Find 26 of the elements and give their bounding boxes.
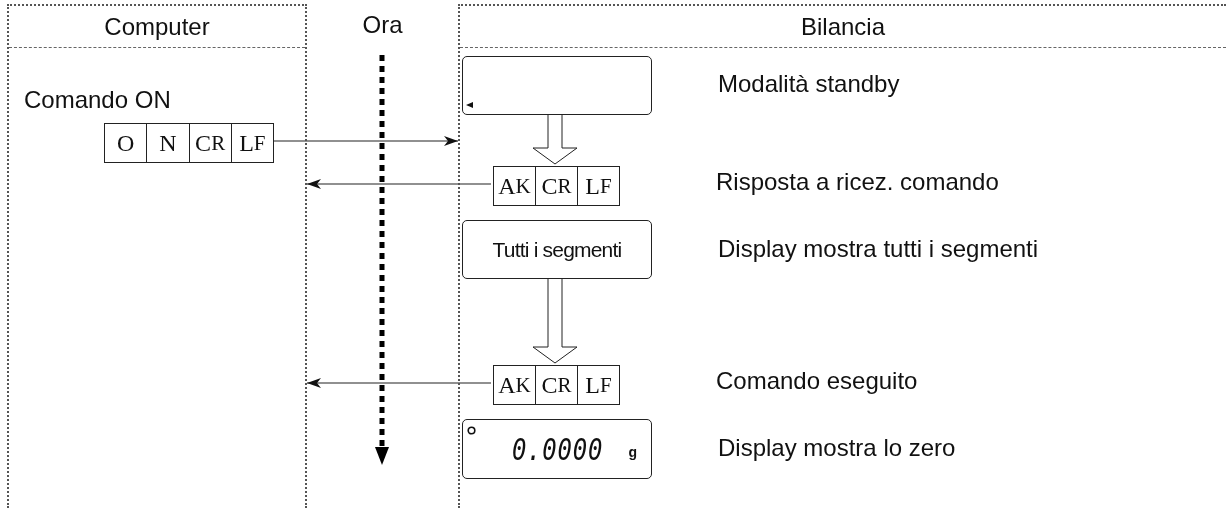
arrow <box>306 179 492 189</box>
display-text: Tutti i segmenti <box>492 237 622 262</box>
display-panel <box>462 56 652 115</box>
description-text: Comando ON <box>24 86 171 114</box>
lane-header: Bilancia <box>460 6 1226 48</box>
lane-header: Ora <box>361 9 404 40</box>
display-panel <box>462 220 652 279</box>
character-cell: N <box>146 124 189 162</box>
description-text: Modalità standby <box>718 70 900 98</box>
character-frame <box>493 365 620 405</box>
description-text: Display mostra tutti i segmenti <box>718 235 1039 263</box>
description-text: Comando eseguito <box>716 367 918 395</box>
character-cell-text: O <box>115 128 136 158</box>
swimlane <box>7 4 307 508</box>
lane-header: Computer <box>9 6 305 48</box>
swimlane <box>458 4 1226 508</box>
description-text: Display mostra lo zero <box>718 434 956 462</box>
description-text: Risposta a ricez. comando <box>716 168 999 196</box>
unit-text: g <box>628 444 637 460</box>
display-reading: 0.0000 <box>511 432 603 467</box>
block-arrow <box>532 276 578 364</box>
block-arrow <box>532 112 578 165</box>
character-frame <box>493 166 620 206</box>
character-frame <box>104 123 274 163</box>
display-panel <box>462 419 652 479</box>
arrow <box>306 378 492 388</box>
